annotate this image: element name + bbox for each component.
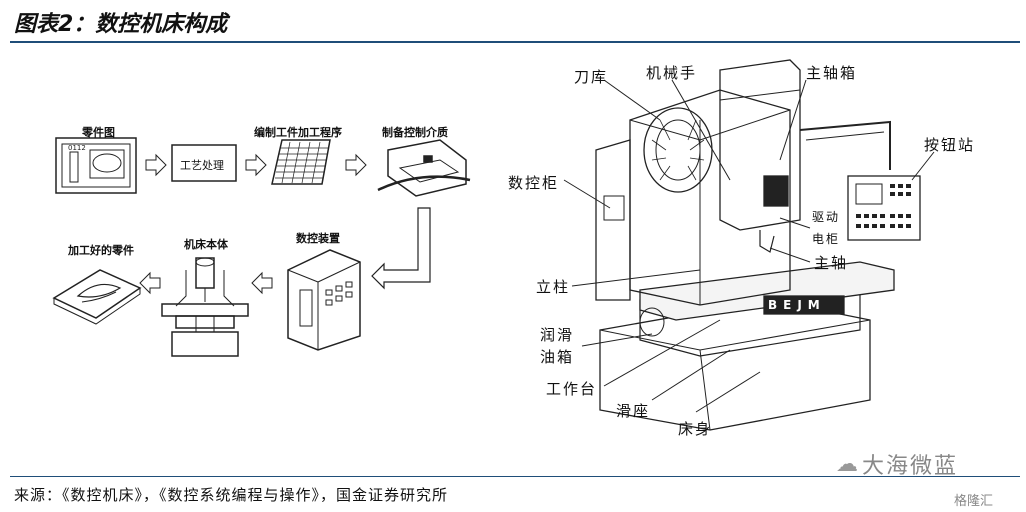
label-bed: 床身 — [678, 420, 713, 438]
top-rule — [10, 41, 1020, 43]
part-drawing-code: 0112 — [68, 144, 86, 152]
label-drive-cabinet: 驱动电柜 — [812, 210, 841, 246]
label-part-drawing: 零件图 — [82, 126, 115, 139]
label-programming: 编制工件加工程序 — [254, 126, 342, 139]
label-process: 工艺处理 — [180, 159, 224, 172]
label-nc-cabinet: 数控柜 — [508, 174, 560, 192]
label-machine-body: 机床本体 — [184, 238, 228, 251]
figure-title: 图表2：数控机床构成 — [14, 12, 228, 37]
bottom-rule — [10, 476, 1020, 477]
label-finished-part: 加工好的零件 — [68, 244, 134, 257]
label-button-station: 按钮站 — [924, 136, 976, 154]
watermark-site: 格隆汇 — [954, 494, 994, 509]
label-spindle-box: 主轴箱 — [806, 64, 858, 82]
label-lube-tank: 润滑油箱 — [540, 326, 575, 366]
label-slide: 滑座 — [616, 402, 651, 420]
label-manipulator: 机械手 — [646, 64, 698, 82]
label-worktable: 工作台 — [546, 380, 598, 398]
source-note: 来源：《数控机床》，《数控系统编程与操作》，国金证券研究所 — [14, 486, 449, 504]
brand-plate: BEJM — [768, 298, 826, 312]
label-column: 立柱 — [536, 278, 571, 296]
wechat-icon: ☁ — [836, 452, 858, 477]
label-nc-device: 数控装置 — [296, 232, 340, 245]
watermark-name: 大海微蓝 — [862, 454, 959, 479]
label-control-media: 制备控制介质 — [382, 126, 448, 139]
label-spindle: 主轴 — [814, 254, 849, 272]
label-tool-magazine: 刀库 — [574, 68, 609, 86]
part-drawing-frame — [55, 137, 137, 194]
